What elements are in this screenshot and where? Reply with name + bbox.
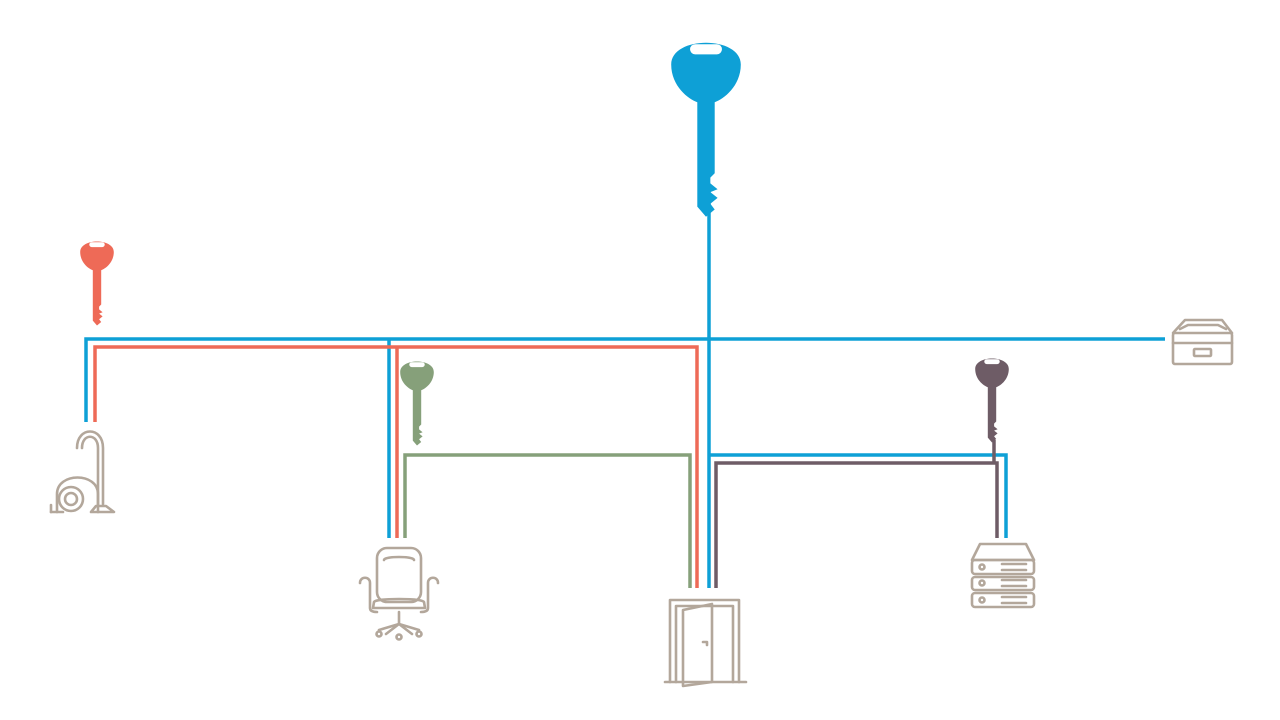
master-wire-main-bus [84,337,1165,422]
cleaning-key-icon [80,241,114,326]
storage-tray-icon [1171,318,1234,366]
server-rack-icon [970,542,1036,609]
office-key-icon [400,361,434,446]
office-chair-icon [358,546,440,641]
master-wire-to-server [709,453,1008,538]
server-wire-to-door [714,461,999,588]
server-key-icon [975,358,1009,443]
office-wire-to-door [403,453,692,588]
door-icon [663,598,748,688]
vacuum-cleaner-icon [49,430,116,514]
wires [84,190,1165,588]
master-key-icon [671,42,741,217]
objects [49,318,1234,688]
